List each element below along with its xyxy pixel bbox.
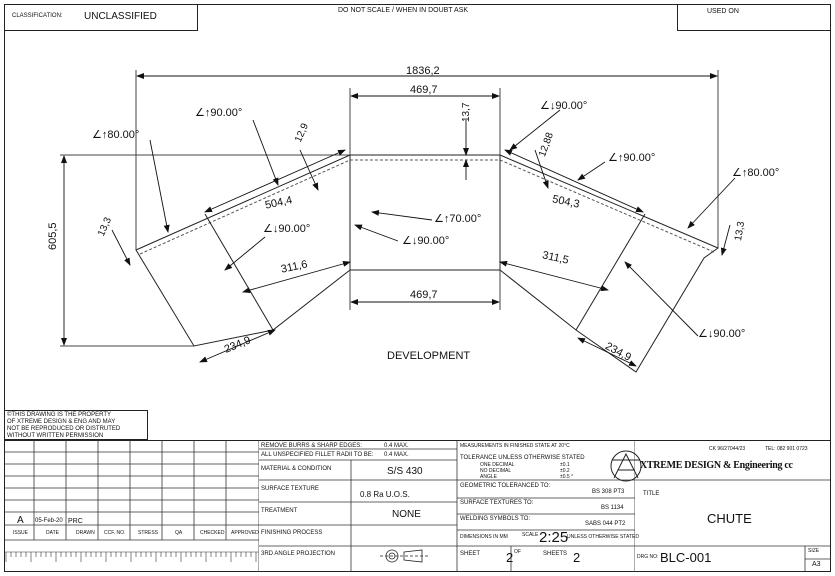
angle-right-mid: ∠↑90.00°: [608, 152, 656, 164]
measurements-note: MEASUREMENTS IN FINISHED STATE AT 20°C: [460, 443, 570, 449]
of-label: OF: [514, 549, 521, 555]
angle-left-outer: ∠↑80.00°: [92, 129, 140, 141]
dim-bottom-flat-text: 469,7: [410, 289, 438, 301]
title-label: TITLE: [643, 491, 660, 497]
fold-line: [575, 213, 646, 331]
size-value: A3: [812, 561, 821, 568]
finishing-label: FINISHING PROCESS: [261, 530, 323, 536]
scale-note: UNLESS OTHERWISE STATED: [567, 534, 639, 540]
dim-right-inner: [499, 260, 609, 292]
geometric-label: GEOMETRIC TOLERANCED TO:: [460, 483, 551, 489]
surface-textures-label: SURFACE TEXTURES TO:: [460, 500, 534, 506]
scale-value: 2:25: [539, 529, 569, 546]
sheets-value: 2: [573, 550, 581, 565]
dim-right-outer: [504, 149, 644, 213]
used-on-box: [677, 4, 831, 31]
revision-date-value: 05-Feb-20: [35, 518, 63, 524]
copyright-box: [4, 410, 148, 440]
angle-right-outer: ∠↑80.00°: [732, 167, 780, 179]
fillet-label: ALL UNSPECIFIED FILLET RADII TO BE:: [261, 452, 374, 458]
company-ck: CK 96/27044/23: [709, 446, 746, 452]
burrs-label: REMOVE BURRS & SHARP EDGES:: [261, 443, 362, 449]
angle-tol-label: ANGLE: [480, 474, 497, 480]
angle-center-upper: ∠↑70.00°: [434, 213, 482, 225]
angle-right-upper: ∠↓90.00°: [540, 100, 588, 112]
dim-left-bottom: [199, 329, 276, 363]
company-tel: TEL: 082 901 0723: [765, 446, 808, 452]
welding-value: SABS 044 PT2: [585, 521, 626, 527]
dim-top-flat-text: 469,7: [410, 84, 438, 96]
revision-drawn-value: PRC: [68, 518, 83, 525]
revision-issue-value: A: [17, 515, 24, 526]
surface-texture-label: SURFACE TEXTURE: [261, 486, 319, 492]
size-label: SIZE: [808, 548, 820, 554]
scale-label: SCALE: [522, 532, 539, 538]
angle-left-upper: ∠↑90.00°: [195, 107, 243, 119]
classification-box: [4, 4, 198, 31]
projection-label: 3RD ANGLE PROJECTION: [261, 551, 336, 557]
spec-grid: [259, 440, 635, 572]
company-grid: [635, 479, 831, 572]
no-decimal-value: ±0.2: [560, 468, 570, 474]
welding-label: WELDING SYMBOLS TO:: [460, 516, 531, 522]
revision-header-date: DATE: [46, 530, 59, 536]
revision-header-checked: CHECKED: [200, 530, 225, 536]
tolerance-label: TOLERANCE UNLESS OTHERWISE STATED: [460, 455, 585, 461]
sheet-value: 2: [506, 550, 514, 565]
dims-label: DIMENSIONS IN MM: [460, 534, 508, 540]
fillet-value: 0.4 MAX.: [384, 452, 409, 458]
revision-header-issue: ISSUE: [13, 530, 29, 536]
copyright-icon: ©: [7, 412, 12, 418]
revision-header-ccf: CCF. NO.: [104, 530, 126, 536]
revision-header-qa: QA: [175, 530, 183, 536]
one-decimal-label: ONE DECIMAL: [480, 462, 515, 468]
angle-left-inner: ∠↓90.00°: [263, 223, 311, 235]
angle-right-lower: ∠↓90.00°: [698, 328, 746, 340]
scale-warning: DO NOT SCALE / WHEN IN DOUBT ASK: [338, 7, 469, 14]
sheet-label: SHEET: [460, 551, 481, 557]
classification-value: UNCLASSIFIED: [84, 11, 157, 22]
geometric-value: BS 308 PT3: [592, 489, 625, 495]
revision-header-approved: APPROVED: [231, 530, 259, 536]
fold-line: [204, 213, 274, 331]
title-value: CHUTE: [707, 511, 752, 526]
copyright-notice: ©THIS DRAWING IS THE PROPERTY OF XTREME …: [7, 412, 121, 439]
material-value: S/S 430: [387, 466, 423, 477]
dim-height-text: 605,5: [47, 222, 59, 250]
company-logo-icon: [610, 450, 642, 482]
treatment-label: TREATMENT: [261, 508, 298, 514]
dim-left-inner: [242, 261, 351, 293]
company-name: XTREME DESIGN & Engineering cc: [640, 460, 793, 471]
title-block: [4, 440, 831, 572]
angle-center-lower: ∠↓90.00°: [402, 235, 450, 247]
classification-label: CLASSIFICATION:: [12, 13, 63, 19]
angle-tol-value: ±0.5 °: [560, 474, 574, 480]
surface-textures-value: BS 1134: [601, 505, 624, 511]
part-outline: [135, 154, 720, 373]
development-drawing: [60, 70, 736, 373]
revision-header-drawn: DRAWN: [76, 530, 95, 536]
one-decimal-value: ±0.1: [560, 462, 570, 468]
surface-texture-value: 0.8 Ra U.O.S.: [360, 490, 410, 499]
dim-center-thickness-text: 13,7: [461, 102, 472, 122]
burrs-value: 0.4 MAX.: [384, 443, 409, 449]
third-angle-projection-icon: [380, 549, 428, 563]
dwg-label: DRG NO:: [637, 554, 659, 560]
development-caption: DEVELOPMENT: [387, 350, 471, 362]
revision-header-stress: STRESS: [138, 530, 159, 536]
dim-right-bottom: [577, 337, 637, 367]
dwg-value: BLC-001: [660, 550, 712, 565]
treatment-value: NONE: [392, 509, 421, 520]
dim-overall-text: 1836,2: [406, 65, 440, 77]
used-on-label: USED ON: [707, 8, 739, 15]
material-label: MATERIAL & CONDITION: [261, 466, 332, 472]
revision-grid: [4, 440, 259, 572]
sheets-label: SHEETS: [543, 551, 568, 557]
no-decimal-label: NO DECIMAL: [480, 468, 512, 474]
